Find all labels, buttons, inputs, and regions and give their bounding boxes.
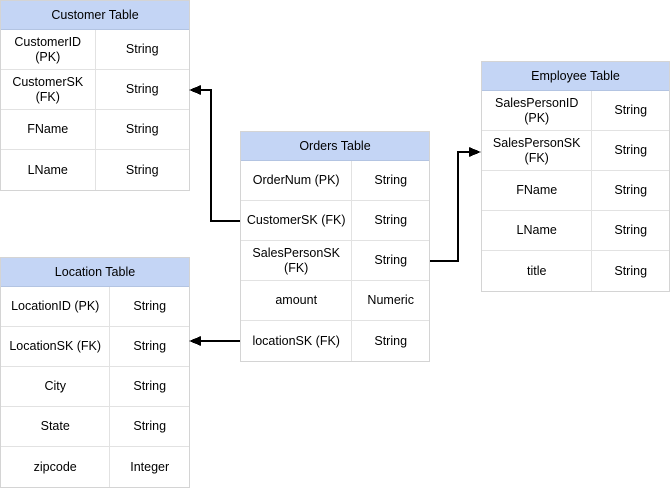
field-name: FName: [1, 110, 96, 149]
table-row[interactable]: CustomerSK (FK) String: [1, 70, 189, 110]
table-orders[interactable]: Orders Table OrderNum (PK) String Custom…: [240, 131, 430, 362]
table-orders-title: Orders Table: [241, 132, 429, 161]
field-name: OrderNum (PK): [241, 161, 353, 200]
field-type: String: [374, 253, 408, 268]
table-row[interactable]: LName String: [1, 150, 189, 190]
field-name: zipcode: [1, 447, 111, 487]
field-type: String: [133, 379, 167, 394]
field-type: String: [374, 333, 408, 348]
field-name: locationSK (FK): [241, 321, 353, 361]
field-name: LocationSK (FK): [1, 327, 111, 366]
field-type: String: [374, 173, 408, 188]
table-customer-title: Customer Table: [1, 1, 189, 30]
field-name: City: [1, 367, 111, 406]
table-location-title: Location Table: [1, 258, 189, 287]
field-type: String: [614, 143, 648, 158]
field-name: CustomerSK (FK): [1, 70, 96, 109]
field-type: String: [614, 183, 648, 198]
table-row[interactable]: LocationSK (FK) String: [1, 327, 189, 367]
table-row[interactable]: FName String: [1, 110, 189, 150]
field-name: SalesPersonSK (FK): [482, 131, 593, 170]
field-type: Integer: [130, 459, 170, 474]
field-name: LocationID (PK): [1, 287, 111, 326]
field-name: title: [482, 251, 593, 291]
table-row[interactable]: CustomerID (PK) String: [1, 30, 189, 70]
field-type: String: [125, 82, 159, 97]
table-row[interactable]: City String: [1, 367, 189, 407]
field-type: Numeric: [367, 293, 414, 308]
table-row[interactable]: SalesPersonID (PK) String: [482, 91, 669, 131]
field-name: CustomerSK (FK): [241, 201, 353, 240]
table-location[interactable]: Location Table LocationID (PK) String Lo…: [0, 257, 190, 488]
field-name: SalesPersonSK (FK): [241, 241, 353, 280]
field-type: String: [125, 162, 159, 177]
field-type: String: [614, 223, 648, 238]
table-row[interactable]: zipcode Integer: [1, 447, 189, 487]
field-type: String: [133, 299, 167, 314]
table-row[interactable]: LocationID (PK) String: [1, 287, 189, 327]
field-type: String: [133, 419, 167, 434]
field-name: FName: [482, 171, 593, 210]
table-row[interactable]: CustomerSK (FK) String: [241, 201, 429, 241]
field-type: String: [125, 42, 159, 57]
field-name: amount: [241, 281, 353, 320]
table-row[interactable]: State String: [1, 407, 189, 447]
table-employee[interactable]: Employee Table SalesPersonID (PK) String…: [481, 61, 670, 292]
field-type: String: [125, 122, 159, 137]
field-type: String: [374, 213, 408, 228]
table-row[interactable]: amount Numeric: [241, 281, 429, 321]
table-row[interactable]: FName String: [482, 171, 669, 211]
field-type: String: [614, 103, 648, 118]
field-name: State: [1, 407, 111, 446]
field-name: SalesPersonID (PK): [482, 91, 593, 130]
table-customer[interactable]: Customer Table CustomerID (PK) String Cu…: [0, 0, 190, 191]
field-name: LName: [482, 211, 593, 250]
field-type: String: [614, 263, 648, 278]
table-row[interactable]: title String: [482, 251, 669, 291]
table-row[interactable]: OrderNum (PK) String: [241, 161, 429, 201]
field-type: String: [133, 339, 167, 354]
table-employee-title: Employee Table: [482, 62, 669, 91]
table-row[interactable]: SalesPersonSK (FK) String: [482, 131, 669, 171]
field-name: LName: [1, 150, 96, 190]
table-row[interactable]: locationSK (FK) String: [241, 321, 429, 361]
table-row[interactable]: SalesPersonSK (FK) String: [241, 241, 429, 281]
table-row[interactable]: LName String: [482, 211, 669, 251]
field-name: CustomerID (PK): [1, 30, 96, 69]
